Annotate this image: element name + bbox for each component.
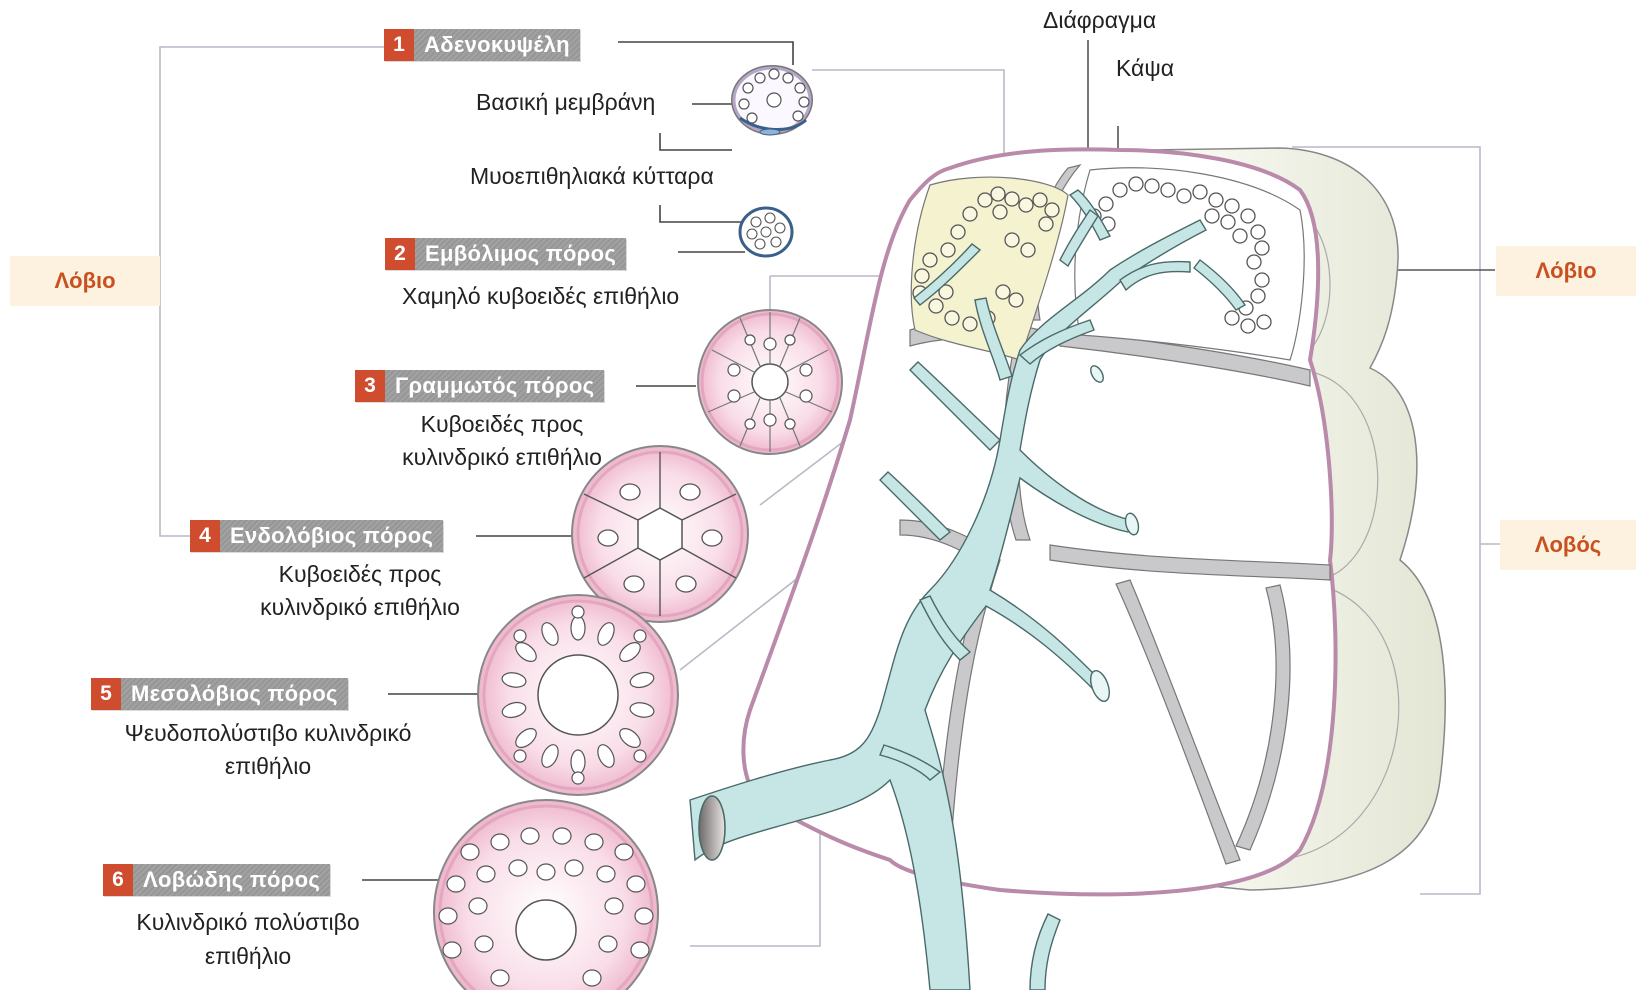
intralobular-duct-badge: 4 Ενδολόβιος πόρος <box>190 520 443 552</box>
septum-label: Διάφραγμα <box>1043 4 1156 37</box>
badge-number: 5 <box>91 678 121 710</box>
intralobular-desc-2: κυλινδρικό επιθήλιο <box>230 591 490 624</box>
badge-label: Αδενοκυψέλη <box>414 29 580 61</box>
intralobular-desc-1: Κυβοειδές προς <box>230 558 490 591</box>
lobar-desc-2: επιθήλιο <box>88 940 408 973</box>
badge-label: Εμβόλιμος πόρος <box>415 238 626 270</box>
lobar-duct-opening <box>699 796 725 860</box>
acinus-badge: 1 Αδενοκυψέλη <box>384 29 580 61</box>
striated-duct-badge: 3 Γραμμωτός πόρος <box>355 370 604 402</box>
badge-label: Λοβώδης πόρος <box>133 864 330 896</box>
striated-desc-1: Κυβοειδές προς <box>372 408 632 441</box>
myoepithelial-label: Μυοεπιθηλιακά κύτταρα <box>470 160 714 193</box>
striated-desc-2: κυλινδρικό επιθήλιο <box>372 441 632 474</box>
lobule-label-left: Λόβιο <box>10 256 160 306</box>
interlobular-duct-cross-section <box>478 595 678 795</box>
badge-label: Γραμμωτός πόρος <box>385 370 604 402</box>
striated-duct-cross-section <box>698 310 842 454</box>
lobar-duct-badge: 6 Λοβώδης πόρος <box>103 864 330 896</box>
badge-number: 4 <box>190 520 220 552</box>
badge-number: 2 <box>385 238 415 270</box>
intercalated-desc: Χαμηλό κυβοειδές επιθήλιο <box>402 280 679 313</box>
interlobular-desc-1: Ψευδοπολύστιβο κυλινδρικό <box>88 717 448 750</box>
badge-label: Ενδολόβιος πόρος <box>220 520 443 552</box>
lobe <box>690 148 1445 990</box>
badge-number: 3 <box>355 370 385 402</box>
intercalated-duct-badge: 2 Εμβόλιμος πόρος <box>385 238 626 270</box>
interlobular-duct-badge: 5 Μεσολόβιος πόρος <box>91 678 348 710</box>
intercalated-duct-cross-section <box>740 208 792 256</box>
acinus-cross-section <box>732 66 812 135</box>
lobar-duct-cross-section <box>434 800 658 990</box>
lobe-label-right: Λοβός <box>1500 520 1636 570</box>
lobar-desc-1: Κυλινδρικό πολύστιβο <box>88 906 408 939</box>
lobule-label-right: Λόβιο <box>1496 246 1636 296</box>
badge-label: Μεσολόβιος πόρος <box>121 678 348 710</box>
basement-membrane-label: Βασική μεμβράνη <box>476 86 655 119</box>
badge-number: 1 <box>384 29 414 61</box>
interlobular-desc-2: επιθήλιο <box>88 750 448 783</box>
capsule-label: Κάψα <box>1116 52 1174 85</box>
badge-number: 6 <box>103 864 133 896</box>
